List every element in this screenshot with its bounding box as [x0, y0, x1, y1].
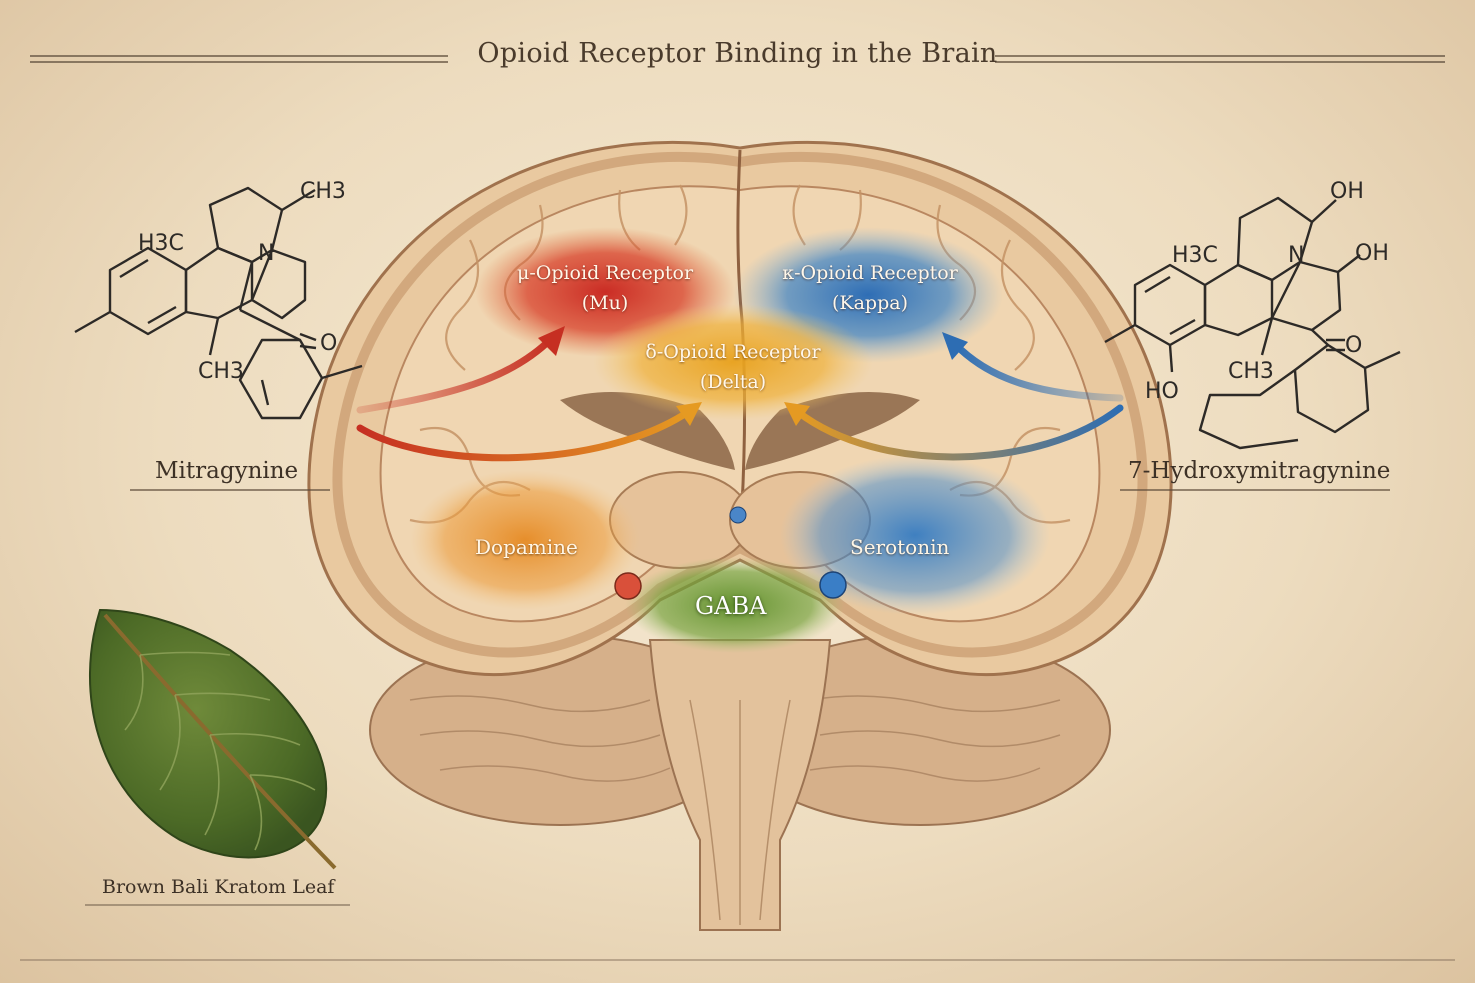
dopamine-label: Dopamine: [475, 535, 578, 559]
mitragynine-structure: [74, 186, 363, 420]
mu-receptor-label: μ-Opioid Receptor (Mu): [490, 258, 720, 318]
arrow-head-delta-right: [784, 402, 810, 426]
7-hydroxymitragynine-structure: [1104, 196, 1401, 450]
dopamine-region: [410, 470, 640, 610]
7oh-o: O: [1345, 333, 1362, 358]
gaba-label: GABA: [695, 592, 767, 620]
leaf-caption: Brown Bali Kratom Leaf: [102, 876, 335, 898]
arrow-head-delta-left: [676, 402, 702, 426]
delta-receptor-abbrev: (Delta): [699, 371, 767, 393]
kappa-receptor-name: κ-Opioid Receptor: [782, 262, 958, 284]
serotonin-region: [780, 455, 1050, 615]
arrow-7oh-to-delta: [794, 404, 1124, 461]
kratom-leaf: [89, 608, 337, 870]
delta-receptor-name: δ-Opioid Receptor: [645, 341, 821, 363]
gaba-region: [625, 557, 845, 653]
mu-receptor-abbrev: (Mu): [581, 292, 629, 314]
arrow-7oh-to-kappa: [951, 340, 1124, 402]
arrow-mitragynine-to-mu: [356, 334, 556, 414]
mitragynine-ch3-top: CH3: [300, 179, 346, 204]
arrow-mitragynine-to-delta: [356, 408, 692, 462]
mitragynine-n: N: [258, 241, 274, 266]
serotonin-label: Serotonin: [850, 535, 950, 559]
mu-receptor-name: μ-Opioid Receptor: [516, 262, 694, 284]
mitragynine-o: O: [320, 331, 337, 356]
red-nucleus-dot: [614, 572, 642, 600]
7oh-ho: HO: [1145, 379, 1179, 404]
7oh-ch3: CH3: [1228, 359, 1274, 384]
7oh-n: N: [1288, 243, 1304, 268]
page-title: Opioid Receptor Binding in the Brain: [477, 38, 998, 69]
mitragynine-ch3-bottom: CH3: [198, 359, 244, 384]
7-hydroxymitragynine-label: 7-Hydroxymitragynine: [1128, 458, 1391, 484]
title-rules: [30, 55, 1445, 63]
kappa-receptor-label: κ-Opioid Receptor (Kappa): [755, 258, 985, 318]
delta-receptor-region: [593, 304, 873, 420]
blue-nucleus-dot: [819, 571, 847, 599]
7oh-oh-right: OH: [1355, 241, 1389, 266]
arrow-head-mu: [538, 326, 565, 356]
title-bar: Opioid Receptor Binding in the Brain: [0, 38, 1475, 69]
mitragynine-label: Mitragynine: [155, 458, 299, 484]
center-nucleus-dot: [729, 506, 747, 524]
mitragynine-h3c: H3C: [138, 231, 184, 256]
kappa-receptor-abbrev: (Kappa): [832, 292, 908, 314]
arrow-head-kappa: [942, 332, 968, 360]
7oh-oh-top: OH: [1330, 179, 1364, 204]
7oh-h3c: H3C: [1172, 243, 1218, 268]
binding-arrows: [356, 326, 1124, 462]
delta-receptor-label: δ-Opioid Receptor (Delta): [618, 337, 848, 397]
